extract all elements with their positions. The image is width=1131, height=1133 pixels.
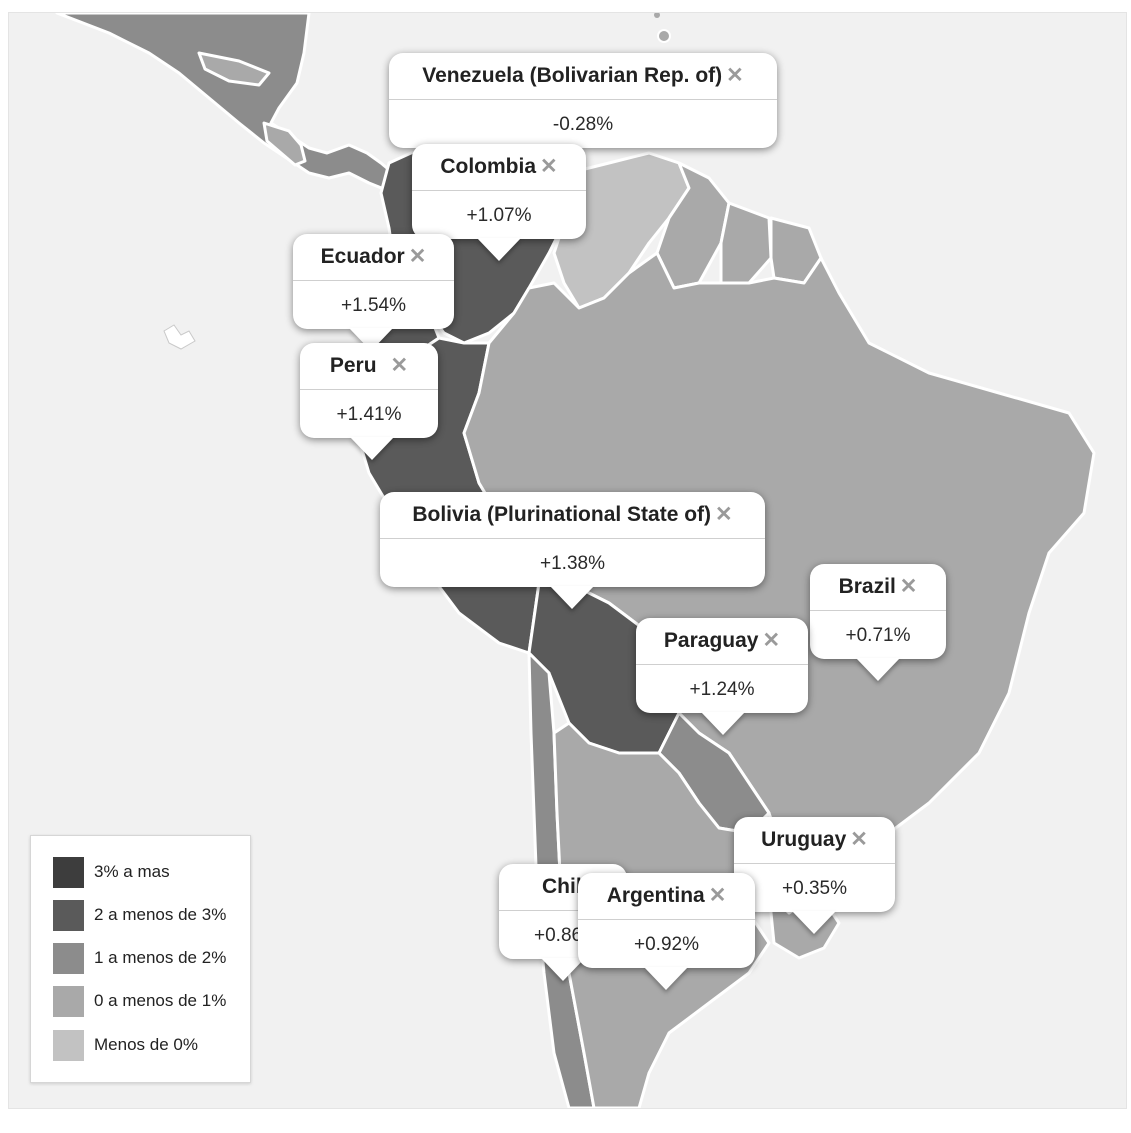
suriname-region[interactable] — [719, 201, 773, 285]
legend-item: 2 a menos de 3% — [53, 899, 226, 931]
callout-value: -0.28% — [552, 114, 614, 135]
callout-brazil[interactable]: Brazil✕ +0.71% — [810, 564, 946, 681]
island-marker — [654, 13, 660, 18]
legend-item: Menos de 0% — [53, 1029, 198, 1061]
map-view[interactable]: Venezuela (Bolivarian Rep. of)✕ -0.28% C… — [8, 12, 1127, 1109]
callout-title: Bolivia (Plurinational State of) — [412, 503, 712, 526]
close-icon[interactable]: ✕ — [850, 828, 868, 851]
callout-value: +1.41% — [336, 404, 402, 425]
legend-label: 3% a mas — [94, 862, 170, 881]
legend-swatch — [53, 985, 84, 1017]
legend-item: 0 a menos de 1% — [53, 985, 226, 1017]
honduras-region[interactable] — [197, 51, 271, 87]
callout-pointer — [701, 712, 745, 735]
callout-value: +0.35% — [782, 878, 847, 899]
callout-value: +1.24% — [689, 679, 755, 700]
callout-ecuador[interactable]: Ecuador✕ +1.54% — [293, 234, 454, 351]
legend-label: 2 a menos de 3% — [94, 905, 227, 924]
callout-title: Argentina — [606, 884, 705, 907]
callout-pointer — [477, 238, 521, 261]
callout-pointer — [541, 958, 585, 981]
callout-pointer — [550, 586, 594, 609]
legend-swatch — [53, 856, 84, 888]
callout-paraguay[interactable]: Paraguay✕ +1.24% — [636, 618, 808, 735]
legend-swatch — [53, 1029, 84, 1061]
callout-uruguay[interactable]: Uruguay✕ +0.35% — [734, 817, 895, 934]
callout-title: Peru — [329, 354, 377, 377]
legend-label: Menos de 0% — [94, 1035, 198, 1054]
close-icon[interactable]: ✕ — [726, 64, 744, 87]
callout-title: Paraguay — [663, 629, 759, 652]
legend-item: 1 a menos de 2% — [53, 942, 226, 974]
close-icon[interactable]: ✕ — [762, 629, 781, 652]
callout-pointer — [644, 967, 688, 990]
close-icon[interactable]: ✕ — [715, 503, 733, 526]
callout-title: Brazil — [838, 575, 896, 598]
close-icon[interactable]: ✕ — [899, 575, 918, 598]
central-america-region[interactable] — [55, 13, 401, 193]
island-marker — [657, 29, 671, 43]
callout-venezuela[interactable]: Venezuela (Bolivarian Rep. of)✕ -0.28% — [389, 53, 777, 148]
legend-label: 0 a menos de 1% — [94, 991, 227, 1010]
map-legend: 3% a mas 2 a menos de 3% 1 a menos de 2%… — [30, 835, 251, 1083]
galapagos-islands — [163, 324, 196, 350]
callout-argentina[interactable]: Argentina✕ +0.92% — [578, 873, 755, 990]
legend-label: 1 a menos de 2% — [94, 948, 227, 967]
legend-swatch — [53, 899, 84, 931]
close-icon[interactable]: ✕ — [708, 884, 727, 907]
callout-pointer — [350, 437, 394, 460]
callout-value: +0.71% — [845, 625, 911, 646]
callout-colombia[interactable]: Colombia✕ +1.07% — [412, 144, 586, 261]
callout-value: +0.92% — [634, 934, 699, 955]
callout-value: +1.54% — [341, 295, 406, 316]
callout-pointer — [856, 658, 900, 681]
callout-title: Colombia — [440, 155, 537, 178]
close-icon[interactable]: ✕ — [390, 354, 409, 377]
legend-swatch — [53, 942, 84, 974]
callout-bolivia[interactable]: Bolivia (Plurinational State of)✕ +1.38% — [380, 492, 765, 609]
callout-peru[interactable]: Peru ✕ +1.41% — [300, 343, 438, 460]
callout-value: +1.07% — [466, 205, 532, 226]
venezuela-region[interactable] — [552, 151, 691, 310]
callout-title: Uruguay — [761, 828, 847, 851]
legend-item: 3% a mas — [53, 856, 170, 888]
costa-rica-region[interactable] — [262, 121, 307, 167]
close-icon[interactable]: ✕ — [408, 245, 427, 268]
callout-pointer — [792, 911, 836, 934]
callout-value: +1.38% — [540, 553, 605, 574]
close-icon[interactable]: ✕ — [540, 155, 558, 178]
callout-title: Ecuador — [320, 245, 405, 268]
callout-title: Venezuela (Bolivarian Rep. of) — [422, 64, 723, 87]
